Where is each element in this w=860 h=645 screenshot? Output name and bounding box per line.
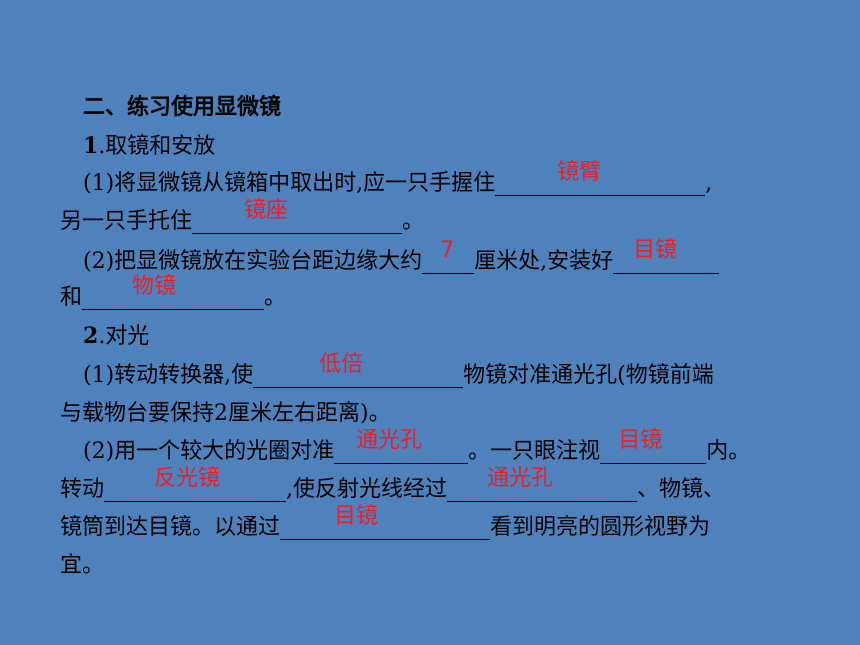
s1-answer-5: 物镜 (132, 274, 177, 299)
s2-q1-line1: (1)转动转换器,使 低倍 物镜对准通光孔(物镜前端 (83, 352, 714, 394)
s1-q1-line1: (1)将显微镜从镜箱中取出时,应一只手握住 镜臂, (83, 160, 713, 202)
s1-q2-line2: 和 物镜 。 (60, 274, 287, 316)
s1-answer-3: 7 (440, 238, 455, 263)
subsection-2-title: 2.对光 (83, 318, 149, 354)
s2-q2-line4: 宜。 (60, 553, 105, 578)
subsection-1-title: 1.取镜和安放 (83, 128, 215, 164)
s1-blank-5: 物镜 (82, 274, 265, 316)
s2-q2-text-h: 看到明亮的圆形视野为 (490, 515, 711, 540)
s2-answer-1: 低倍 (319, 352, 364, 377)
s1-blank-2: 镜座 (192, 198, 403, 240)
s2-blank-1: 低倍 (253, 352, 464, 394)
s2-blank-4: 反光镜 (104, 466, 287, 508)
s2-q2-text-c: 内。 (706, 439, 751, 464)
subsection-2-number: 2 (83, 323, 99, 349)
s1-q2-text-d: 。 (264, 285, 287, 310)
s2-q2-text-e: ,使反射光线经过 (286, 477, 448, 502)
s2-answer-2: 通光孔 (356, 428, 423, 453)
s2-blank-2: 通光孔 (334, 428, 469, 470)
s1-q2-text-c: 和 (60, 285, 83, 310)
s1-answer-1: 镜臂 (557, 160, 602, 185)
s2-answer-5: 通光孔 (487, 466, 554, 491)
s1-q2-text-a: (2)把显微镜放在实验台距边缘大约 (83, 249, 423, 274)
s2-blank-5: 通光孔 (447, 466, 638, 508)
s1-answer-4: 目镜 (633, 238, 678, 263)
s2-q2-text-d: 转动 (60, 477, 105, 502)
s1-q1-line2: 另一只手托住 镜座 。 (60, 198, 425, 240)
s1-blank-3: 7 (422, 238, 475, 280)
s2-q2-line1: (2)用一个较大的光圈对准通光孔 。一只眼注视目镜 内。 (83, 428, 751, 470)
section-title: 二、练习使用显微镜 (83, 95, 282, 120)
s2-answer-3: 目镜 (618, 428, 663, 453)
s2-q2-text-b: 。一只眼注视 (468, 439, 601, 464)
s1-answer-2: 镜座 (244, 198, 289, 223)
s2-q1-text-b: 物镜对准通光孔(物镜前端 (463, 363, 714, 388)
s1-q1-text-b: , (705, 171, 713, 196)
s1-q2-text-b: 厘米处,安装好 (474, 249, 614, 274)
s1-q2-line1: (2)把显微镜放在实验台距边缘大约 7 厘米处,安装好目镜 (83, 238, 720, 280)
subsection-2-text: .对光 (98, 324, 150, 349)
s1-q1-text-d: 。 (402, 209, 425, 234)
s2-blank-3: 目镜 (600, 428, 707, 470)
subsection-1-text: .取镜和安放 (98, 134, 216, 159)
s2-q2-text-f: 、物镜、 (637, 477, 726, 502)
s2-q1-text-a: (1)转动转换器,使 (83, 363, 254, 388)
subsection-1-number: 1 (83, 133, 99, 159)
s2-answer-6: 目镜 (334, 504, 379, 529)
s1-q1-text-a: (1)将显微镜从镜箱中取出时,应一只手握住 (83, 171, 496, 196)
s2-q2-text-g: 镜筒到达目镜。以通过 (60, 515, 281, 540)
s2-blank-6: 目镜 (280, 504, 491, 546)
s1-q1-text-c: 另一只手托住 (60, 209, 193, 234)
s2-q2-line2: 转动 反光镜 ,使反射光线经过 通光孔 、物镜、 (60, 466, 726, 508)
s2-q2-line3: 镜筒到达目镜。以通过 目镜 看到明亮的圆形视野为 (60, 504, 711, 546)
s1-blank-4: 目镜 (613, 238, 720, 280)
s2-q2-text-a: (2)用一个较大的光圈对准 (83, 439, 335, 464)
s2-answer-4: 反光镜 (154, 466, 221, 491)
s2-q1-line2: 与载物台要保持2厘米左右距离)。 (60, 401, 391, 426)
s1-blank-1: 镜臂 (495, 160, 706, 202)
